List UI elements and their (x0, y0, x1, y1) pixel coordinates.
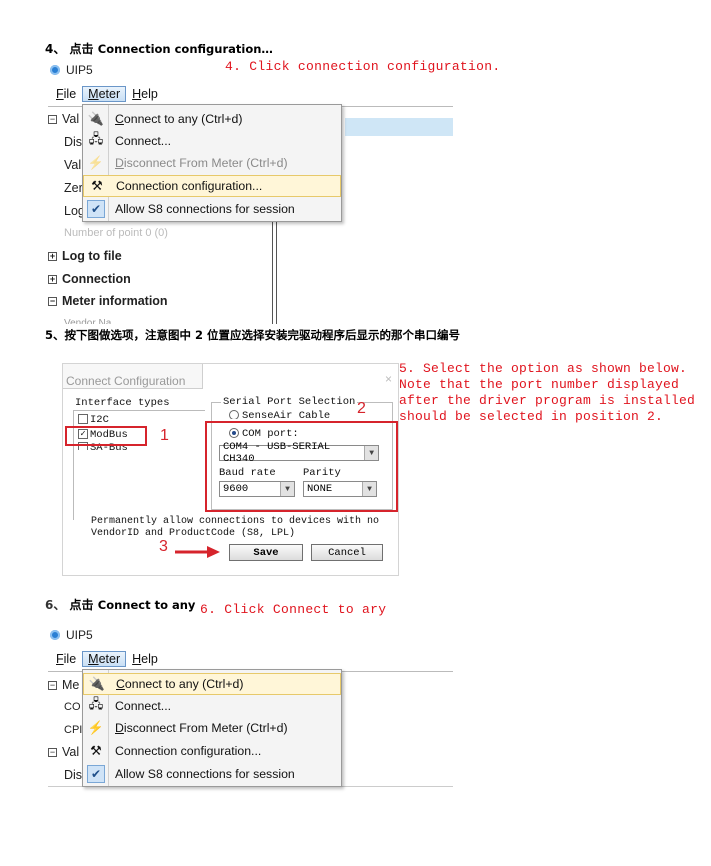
tools-icon: ⚒ (90, 743, 102, 758)
tree-meter-information[interactable]: −Meter information (48, 294, 168, 308)
step4-number: 4、 (45, 42, 66, 56)
baud-rate-select[interactable]: 9600▼ (219, 481, 295, 497)
menubar-bottom: File Meter Help (50, 650, 164, 668)
menu-connect[interactable]: 🖧 Connect... (83, 130, 341, 152)
step5-heading: 5、按下图做选项，注意图中 2 位置应选择安装完驱动程序后显示的那个串口编号 (45, 328, 461, 342)
dialog-close-icon[interactable]: × (385, 372, 393, 386)
disconnect-icon: ⚡ (87, 720, 105, 735)
row-highlight (345, 118, 453, 136)
menubar-top: File Meter Help (50, 85, 164, 103)
step6-heading-cn: 点击 (69, 598, 94, 612)
marker-box-1 (65, 426, 147, 446)
marker-3: 3 (159, 538, 168, 555)
senseair-cable-radio[interactable]: SenseAir Cable (229, 410, 330, 419)
connect-config-dialog: Connect Configuration × Interface types … (62, 363, 399, 576)
menu-help[interactable]: Help (132, 652, 158, 666)
interface-types-label: Interface types (75, 397, 170, 409)
tree-item[interactable]: CO (64, 701, 81, 713)
step6-caption: 6. Click Connect to ary (200, 602, 387, 617)
menu-connect[interactable]: 🖧 Connect... (83, 695, 341, 717)
tree-val-header[interactable]: −Val (48, 745, 80, 759)
computer-icon: 🖧 (88, 696, 104, 711)
menu-allow-s8[interactable]: ✔ Allow S8 connections for session (83, 763, 341, 785)
tools-icon: ⚒ (91, 178, 103, 193)
step4-caption: 4. Click connection configuration. (225, 59, 501, 74)
cancel-button[interactable]: Cancel (311, 544, 383, 561)
tree-cut-item: Vendor Na (64, 318, 112, 324)
tree-item[interactable]: Dis (64, 135, 83, 149)
tree-item[interactable]: Zer (64, 181, 83, 195)
menu-connect-to-any[interactable]: 🔌 Connect to any (Ctrl+d) (83, 673, 341, 695)
tree-item[interactable]: Dis (64, 768, 83, 782)
step6-heading-en: Connect to any (97, 598, 196, 612)
computer-icon: 🖧 (88, 131, 104, 146)
tree-faded-item: Number of point 0 (0) (64, 227, 168, 239)
app-title: UIP5 (66, 628, 93, 642)
tree-val-header[interactable]: −Val (48, 112, 80, 126)
marker-box-2 (205, 421, 398, 512)
step5-caption: 5. Select the option as shown below. Not… (399, 361, 696, 424)
step6-number: 6、 (45, 598, 66, 612)
dialog-title: Connect Configuration (66, 374, 186, 388)
app-titlebar: UIP5 (50, 63, 93, 77)
save-button[interactable]: Save (229, 544, 303, 561)
serial-port-selection-label: Serial Port Selection (221, 396, 358, 408)
menu-file[interactable]: File (56, 652, 77, 666)
com-port-radio[interactable]: COM port: (229, 428, 299, 440)
chevron-down-icon: ▼ (364, 446, 378, 460)
check-icon: ✔ (87, 765, 105, 783)
permanent-allow-text-1: Permanently allow connections to devices… (91, 516, 380, 527)
step4-heading: 4、 点击 Connection configuration… (45, 40, 273, 57)
com-port-select[interactable]: COM4 - USB-SERIAL CH340▼ (219, 441, 379, 465)
menu-help[interactable]: Help (132, 87, 158, 101)
step4-heading-cn: 点击 (69, 42, 94, 56)
chevron-down-icon: ▼ (280, 482, 294, 496)
disconnect-icon: ⚡ (87, 155, 105, 170)
menu-meter[interactable]: Meter (82, 86, 127, 102)
interface-list: I2C ✓ModBus SA-Bus (73, 410, 205, 520)
meter-dropdown-top: 🔌 Connect to any (Ctrl+d) 🖧 Connect... ⚡… (82, 104, 342, 222)
permanent-allow-text-2: VendorID and ProductCode (S8, LPL) (91, 528, 296, 539)
step6-heading: 6、 点击 Connect to any (45, 596, 195, 613)
parity-select[interactable]: NONE▼ (303, 481, 377, 497)
plug-icon: 🔌 (88, 676, 106, 691)
tree-connection[interactable]: +Connection (48, 272, 131, 286)
menu-meter[interactable]: Meter (82, 651, 127, 667)
meter-dropdown-bottom: 🔌 Connect to any (Ctrl+d) 🖧 Connect... ⚡… (82, 669, 342, 787)
tree-me-header[interactable]: −Me (48, 678, 80, 692)
menu-disconnect[interactable]: ⚡ Disconnect From Meter (Ctrl+d) (83, 717, 341, 739)
app-gear-icon (50, 65, 60, 75)
menu-disconnect[interactable]: ⚡ Disconnect From Meter (Ctrl+d) (83, 152, 341, 174)
marker-1: 1 (160, 427, 169, 444)
app-gear-icon (50, 630, 60, 640)
tree-item[interactable]: CPI (64, 724, 83, 736)
interface-i2c[interactable]: I2C (78, 414, 109, 426)
chevron-down-icon: ▼ (362, 482, 376, 496)
baud-rate-label: Baud rate (219, 467, 276, 479)
menu-allow-s8[interactable]: ✔ Allow S8 connections for session (83, 198, 341, 220)
app-title: UIP5 (66, 63, 93, 77)
menu-connection-configuration[interactable]: ⚒ Connection configuration... (83, 740, 341, 762)
tree-item[interactable]: Log (64, 204, 85, 218)
menu-file[interactable]: File (56, 87, 77, 101)
menu-connection-configuration[interactable]: ⚒ Connection configuration... (83, 175, 341, 197)
interface-sabus[interactable]: SA-Bus (78, 442, 128, 450)
menu-connect-to-any[interactable]: 🔌 Connect to any (Ctrl+d) (83, 108, 341, 130)
check-icon: ✔ (87, 200, 105, 218)
tree-log-to-file[interactable]: +Log to file (48, 249, 122, 263)
plug-icon: 🔌 (87, 111, 105, 126)
arrow-right-icon (175, 546, 220, 558)
marker-2: 2 (357, 400, 366, 417)
app-titlebar-bottom: UIP5 (50, 628, 93, 642)
step4-heading-en: Connection configuration… (97, 42, 273, 56)
parity-label: Parity (303, 467, 341, 479)
interface-modbus[interactable]: ✓ModBus (78, 429, 128, 441)
tree-item[interactable]: Val (64, 158, 82, 172)
